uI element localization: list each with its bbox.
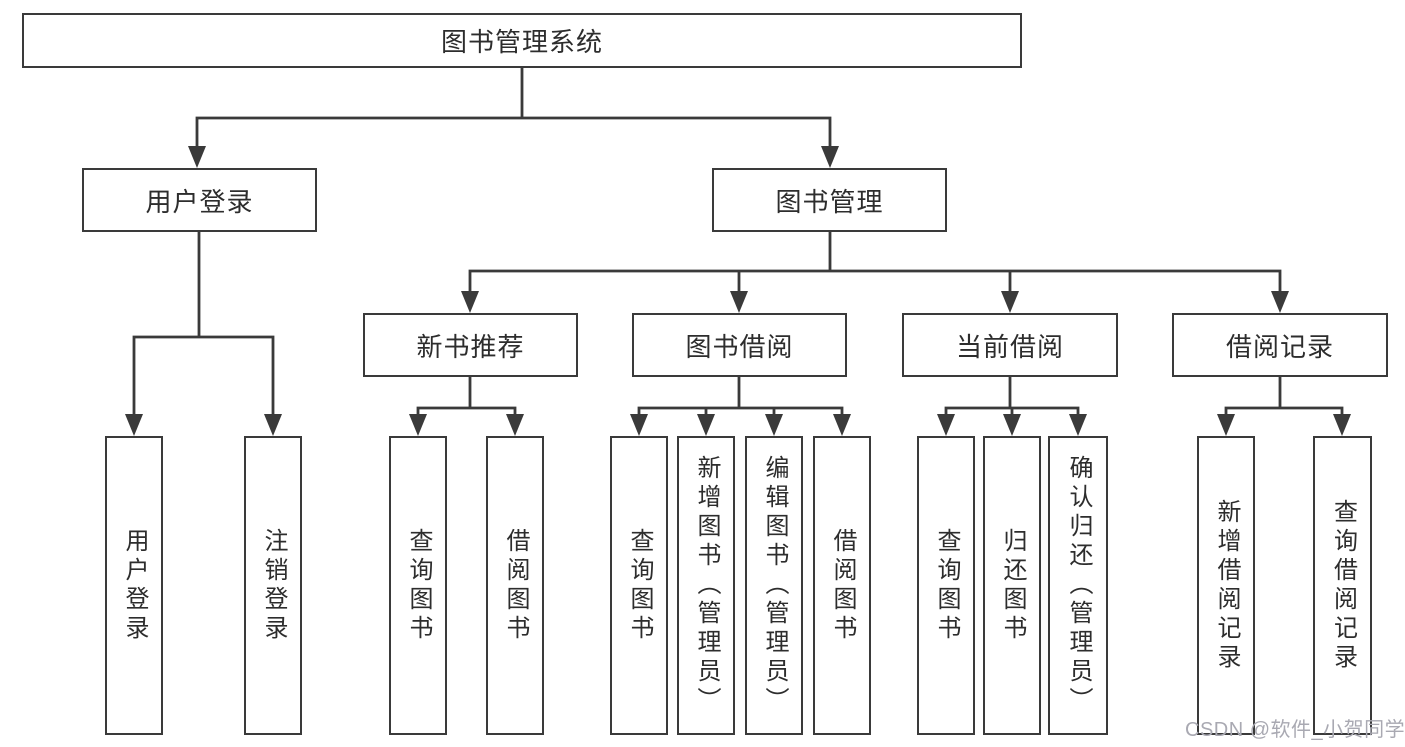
leaf-query-borrow-record: 查询借阅记录 (1313, 436, 1372, 735)
node-root: 图书管理系统 (22, 13, 1022, 68)
node-current-borrowing: 当前借阅 (902, 313, 1118, 377)
leaf-query-books-recommend: 查询图书 (389, 436, 447, 735)
node-user-login: 用户登录 (82, 168, 317, 232)
leaf-confirm-return-admin: 确认归还（管理员） (1048, 436, 1108, 735)
leaf-borrow-books-recommend: 借阅图书 (486, 436, 544, 735)
node-book-management: 图书管理 (712, 168, 947, 232)
leaf-logout: 注销登录 (244, 436, 302, 735)
leaf-query-books-borrowing: 查询图书 (610, 436, 668, 735)
leaf-edit-books-admin: 编辑图书（管理员） (745, 436, 803, 735)
watermark: CSDN @软件_小贺同学 (1185, 719, 1405, 741)
leaf-add-books-admin: 新增图书（管理员） (677, 436, 735, 735)
leaf-borrow-books-borrowing: 借阅图书 (813, 436, 871, 735)
node-borrowing-records: 借阅记录 (1172, 313, 1388, 377)
node-new-book-recommendation: 新书推荐 (363, 313, 578, 377)
leaf-add-borrow-record: 新增借阅记录 (1197, 436, 1255, 735)
leaf-return-books: 归还图书 (983, 436, 1041, 735)
leaf-user-login: 用户登录 (105, 436, 163, 735)
node-book-borrowing: 图书借阅 (632, 313, 847, 377)
leaf-query-books-current: 查询图书 (917, 436, 975, 735)
